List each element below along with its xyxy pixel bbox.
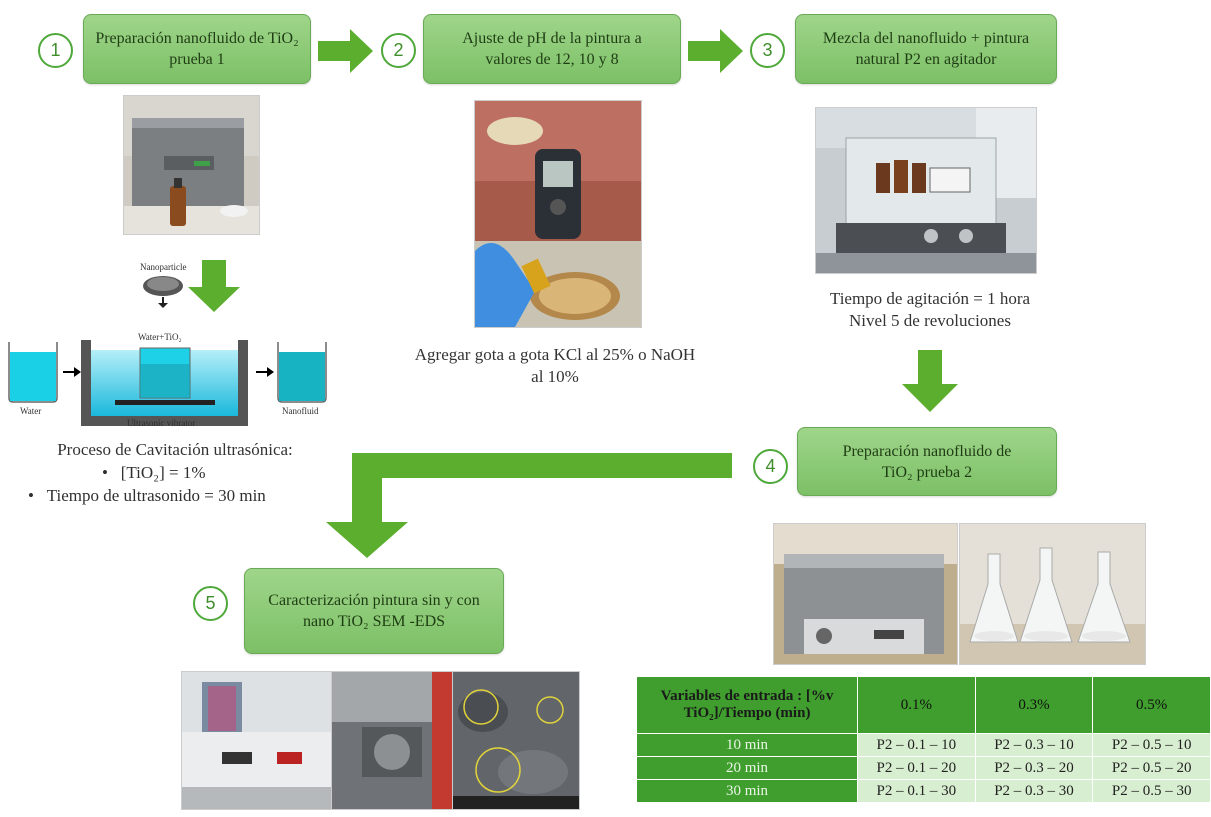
table-cell: P2 – 0.1 – 30: [857, 779, 976, 803]
table-cell: P2 – 0.3 – 20: [974, 756, 1094, 780]
arrow-right-2: [688, 29, 743, 73]
step-2-title: Ajuste de pH de la pintura a valores de …: [462, 30, 642, 68]
nanoparticle-pile: [143, 276, 183, 308]
ultrasonic-bath-photo: [123, 95, 260, 235]
step-1-box: Preparación nanofluido de TiO₂ prueba 1: [83, 14, 311, 84]
table-row: 10 min P2 – 0.1 – 10 P2 – 0.3 – 10 P2 – …: [636, 733, 1211, 757]
nanoparticle-label: Nanoparticle: [140, 262, 187, 272]
arrow-right-1: [318, 29, 373, 73]
table-row-label: 20 min: [636, 756, 858, 780]
step-1-bullet-1: • [TiO₂] = 1%: [102, 463, 206, 482]
table-cell: P2 – 0.1 – 10: [857, 733, 976, 757]
step-5-number: 5: [193, 586, 228, 621]
step-1-caption-title: Proceso de Cavitación ultrasónica:: [57, 440, 293, 459]
sem-chamber-photo: [331, 671, 453, 810]
step-3-title: Mezcla del nanofluido + pintura natural …: [822, 30, 1030, 68]
table-cell: P2 – 0.5 – 20: [1092, 756, 1211, 780]
table-header-text: Variables de entrada : [%v TiO₂]/Tiempo …: [660, 688, 834, 721]
table-header-row: Variables de entrada : [%v TiO₂]/Tiempo …: [636, 676, 1211, 734]
table-row-label: 10 min: [636, 733, 858, 757]
step-5-box: Caracterización pintura sin y con nano T…: [244, 568, 504, 654]
table-cell: P2 – 0.5 – 30: [1092, 779, 1211, 803]
step-4-box: Preparación nanofluido de TiO₂ prueba 2: [797, 427, 1057, 496]
sem-prep-photo: [181, 671, 332, 810]
cavitation-diagram: [8, 340, 327, 426]
step-1-bullet-2-text: Tiempo de ultrasonido = 30 min: [46, 486, 266, 505]
step-4-title: Preparación nanofluido de TiO₂ prueba 2: [842, 442, 1012, 481]
table-col-0.3: 0.3%: [974, 676, 1094, 734]
step-3-caption-line-2: Nivel 5 de revoluciones: [849, 311, 1011, 330]
step-1-number: 1: [38, 33, 73, 68]
step-2-box: Ajuste de pH de la pintura a valores de …: [423, 14, 681, 84]
table-row: 20 min P2 – 0.1 – 20 P2 – 0.3 – 20 P2 – …: [636, 756, 1211, 780]
nanofluid-label: Nanofluid: [282, 406, 319, 416]
step-3-number: 3: [750, 33, 785, 68]
step-1-title: Preparación nanofluido de TiO₂ prueba 1: [95, 30, 299, 68]
water-label: Water: [20, 406, 42, 416]
variables-table: Variables de entrada : [%v TiO₂]/Tiempo …: [636, 676, 1211, 803]
ph-meter-photo: [474, 100, 642, 328]
arrow-step4-to-5: [326, 453, 732, 558]
table-cell: P2 – 0.3 – 10: [974, 733, 1094, 757]
shaker-photo: [815, 107, 1037, 274]
step-1-bullet-2: • Tiempo de ultrasonido = 30 min: [28, 486, 266, 505]
table-row: 30 min P2 – 0.1 – 30 P2 – 0.3 – 30 P2 – …: [636, 779, 1211, 803]
water-tio2-label: Water+TiO₂: [138, 332, 182, 342]
step-3-box: Mezcla del nanofluido + pintura natural …: [795, 14, 1057, 84]
step-5-title: Caracterización pintura sin y con nano T…: [268, 592, 480, 630]
step-2-number: 2: [381, 33, 416, 68]
table-cell: P2 – 0.3 – 30: [974, 779, 1094, 803]
step-2-caption: Agregar gota a gota KCl al 25% o NaOH al…: [414, 345, 696, 386]
table-cell: P2 – 0.1 – 20: [857, 756, 976, 780]
table-col-0.5: 0.5%: [1092, 676, 1211, 734]
step-4-number: 4: [753, 449, 788, 484]
step-3-caption-line-1: Tiempo de agitación = 1 hora: [829, 289, 1031, 308]
flasks-photo: [959, 523, 1146, 665]
step-1-bullet-1-text: [TiO₂] = 1%: [120, 463, 206, 482]
ultrasonic-bath-photo-2: [773, 523, 958, 665]
table-col-0.1: 0.1%: [857, 676, 976, 734]
ultrasonic-vibrator-label: Ultrasonic vibrator: [127, 418, 196, 428]
arrow-down-1: [188, 260, 240, 312]
table-header-label: Variables de entrada : [%v TiO₂]/Tiempo …: [636, 676, 858, 734]
table-row-label: 30 min: [636, 779, 858, 803]
arrow-down-3: [902, 350, 958, 412]
table-cell: P2 – 0.5 – 10: [1092, 733, 1211, 757]
sem-image-photo: [452, 671, 580, 810]
